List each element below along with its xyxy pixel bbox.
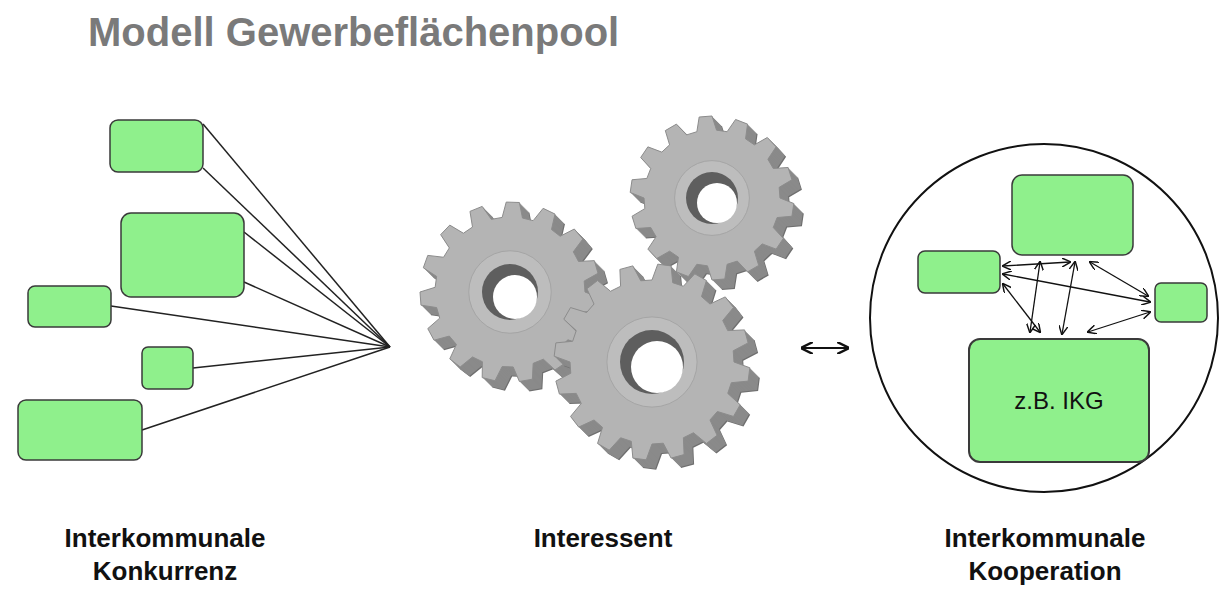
gear-illustration bbox=[420, 116, 804, 470]
box-label: z.B. IKG bbox=[1014, 387, 1103, 415]
pool-boxes bbox=[918, 175, 1207, 322]
gear bbox=[554, 264, 760, 470]
group-caption: Interkommunale Konkurrenz bbox=[40, 522, 290, 587]
area-box: z.B. IKG bbox=[968, 338, 1150, 463]
diagram-title: Modell Gewerbeflächenpool bbox=[88, 10, 619, 55]
cooperation-arrows bbox=[1003, 262, 1150, 334]
cooperation-circle bbox=[870, 144, 1218, 492]
area-boxes bbox=[18, 120, 244, 460]
double-arrow bbox=[802, 347, 848, 349]
group-caption: Interkommunale Kooperation bbox=[920, 522, 1170, 587]
group-caption: Interessent bbox=[478, 522, 728, 555]
gear bbox=[630, 116, 804, 290]
